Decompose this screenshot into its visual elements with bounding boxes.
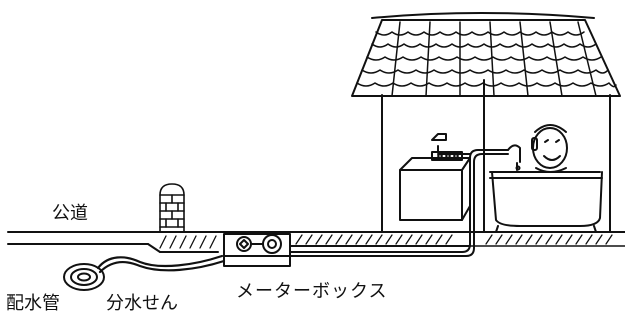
- washing-machine: [399, 133, 471, 221]
- distribution-main-label: 配水管: [6, 293, 60, 314]
- service-pipe: [96, 254, 226, 274]
- tiled-roof: [351, 12, 621, 97]
- ground-hatching: [159, 234, 613, 249]
- person-in-bath: [531, 124, 568, 173]
- house: [381, 79, 611, 233]
- distribution-main-pipe: [63, 263, 105, 291]
- brick-post: [159, 183, 185, 233]
- service-pipe-label: 分水せん: [106, 293, 178, 314]
- meter-box: [223, 233, 291, 267]
- road-label: 公道: [52, 203, 88, 224]
- ground: [7, 231, 625, 253]
- meter-box-label: メーターボックス: [236, 281, 388, 302]
